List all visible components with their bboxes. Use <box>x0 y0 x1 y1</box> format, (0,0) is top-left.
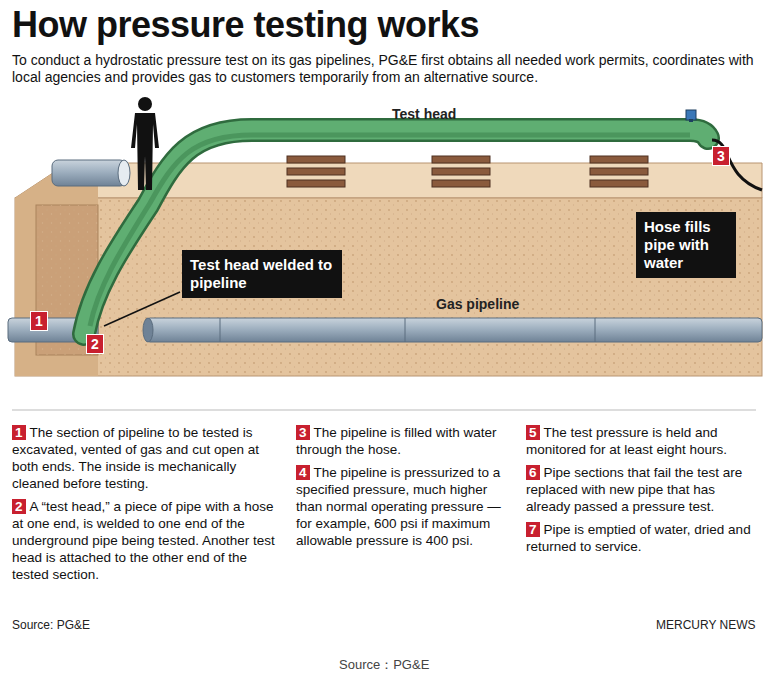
source-note: Source: PG&E <box>12 618 90 632</box>
callout-box: Test head welded to pipeline <box>182 250 342 298</box>
title: How pressure testing works <box>12 4 479 46</box>
step: 4The pipeline is pressurized to a specif… <box>296 464 510 549</box>
step-number: 4 <box>296 465 310 480</box>
part-label: Test head <box>392 106 456 122</box>
step: 3The pipeline is filled with water throu… <box>296 424 510 458</box>
step-number: 2 <box>12 499 26 514</box>
step-number: 3 <box>296 425 310 440</box>
part-label: Gas pipeline <box>436 296 519 312</box>
step-column: 5The test pressure is held and monitored… <box>526 424 758 561</box>
step-number: 5 <box>526 425 540 440</box>
step: 6Pipe sections that fail the test are re… <box>526 464 758 515</box>
step-text: The pipeline is pressurized to a specifi… <box>296 465 501 548</box>
step-number: 1 <box>12 425 26 440</box>
callout-number: 2 <box>86 334 104 354</box>
step: 2A “test head,” a piece of pipe with a h… <box>12 498 284 583</box>
step-number: 6 <box>526 465 540 480</box>
step-text: Pipe is emptied of water, dried and retu… <box>526 522 751 554</box>
step-column: 3The pipeline is filled with water throu… <box>296 424 510 555</box>
step: 1The section of pipeline to be tested is… <box>12 424 284 492</box>
step-text: The pipeline is filled with water throug… <box>296 425 497 457</box>
callout-number: 1 <box>30 311 48 331</box>
box-label: Hose fills pipe with water <box>644 218 728 272</box>
box-label: Test head welded to pipeline <box>190 256 334 292</box>
step: 7Pipe is emptied of water, dried and ret… <box>526 521 758 555</box>
step-text: The test pressure is held and monitored … <box>526 425 727 457</box>
subtitle: To conduct a hydrostatic pressure test o… <box>12 52 756 86</box>
caption: Source：PG&E <box>339 656 429 674</box>
credit: MERCURY NEWS <box>656 618 756 632</box>
step-column: 1The section of pipeline to be tested is… <box>12 424 284 589</box>
step-text: The section of pipeline to be tested is … <box>12 425 259 491</box>
step-number: 7 <box>526 522 540 537</box>
callout-number: 3 <box>712 146 730 166</box>
step-text: Pipe sections that fail the test are rep… <box>526 465 742 514</box>
callout-box: Hose fills pipe with water <box>636 212 736 278</box>
step-text: A “test head,” a piece of pipe with a ho… <box>12 499 275 582</box>
step: 5The test pressure is held and monitored… <box>526 424 758 458</box>
